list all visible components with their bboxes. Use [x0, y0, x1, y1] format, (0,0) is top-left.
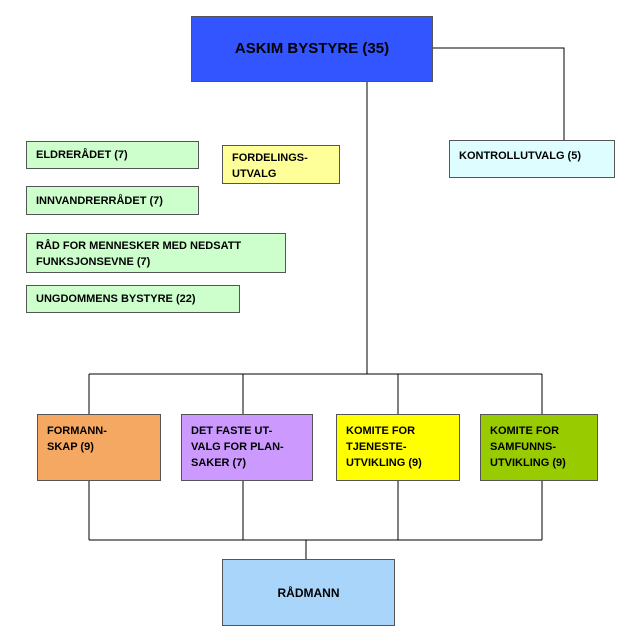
node-komite-samfunnsutvikling: KOMITE FOR SAMFUNNS- UTVIKLING (9): [480, 414, 598, 481]
node-ungdommens-bystyre-label: UNGDOMMENS BYSTYRE (22): [36, 293, 196, 305]
node-askim-bystyre: ASKIM BYSTYRE (35): [191, 16, 433, 82]
node-ungdommens-bystyre: UNGDOMMENS BYSTYRE (22): [26, 285, 240, 313]
connector-bystyre-kontrollutvalg: [433, 47, 565, 140]
node-fordelingsutvalg-label: FORDELINGS- UTVALG: [232, 152, 308, 180]
node-formannskap-label: FORMANN- SKAP (9): [47, 425, 107, 453]
node-faste-utvalg-plansaker-label: DET FASTE UT- VALG FOR PLAN- SAKER (7): [191, 425, 284, 469]
node-komite-tjenesteutvikling: KOMITE FOR TJENESTE- UTVIKLING (9): [336, 414, 460, 481]
node-askim-bystyre-label: ASKIM BYSTYRE (35): [234, 40, 390, 57]
node-kontrollutvalg: KONTROLLUTVALG (5): [449, 140, 615, 178]
node-radmann-label: RÅDMANN: [277, 585, 340, 600]
node-komite-tjenesteutvikling-label: KOMITE FOR TJENESTE- UTVIKLING (9): [346, 425, 422, 469]
node-fordelingsutvalg: FORDELINGS- UTVALG: [222, 145, 340, 184]
node-eldreradet-label: ELDRERÅDET (7): [36, 149, 128, 161]
node-komite-samfunnsutvikling-label: KOMITE FOR SAMFUNNS- UTVIKLING (9): [490, 425, 566, 469]
node-kontrollutvalg-label: KONTROLLUTVALG (5): [459, 150, 582, 162]
node-innvandrerradet-label: INNVANDRERRÅDET (7): [36, 195, 163, 207]
node-innvandrerradet: INNVANDRERRÅDET (7): [26, 186, 199, 215]
node-radmann: RÅDMANN: [222, 559, 395, 626]
node-rad-nedsatt-funksjonsevne: RÅD FOR MENNESKER MED NEDSATT FUNKSJONSE…: [26, 233, 286, 273]
node-formannskap: FORMANN- SKAP (9): [37, 414, 161, 481]
node-eldreradet: ELDRERÅDET (7): [26, 141, 199, 169]
node-faste-utvalg-plansaker: DET FASTE UT- VALG FOR PLAN- SAKER (7): [181, 414, 313, 481]
node-rad-nedsatt-funksjonsevne-label: RÅD FOR MENNESKER MED NEDSATT FUNKSJONSE…: [36, 240, 242, 268]
